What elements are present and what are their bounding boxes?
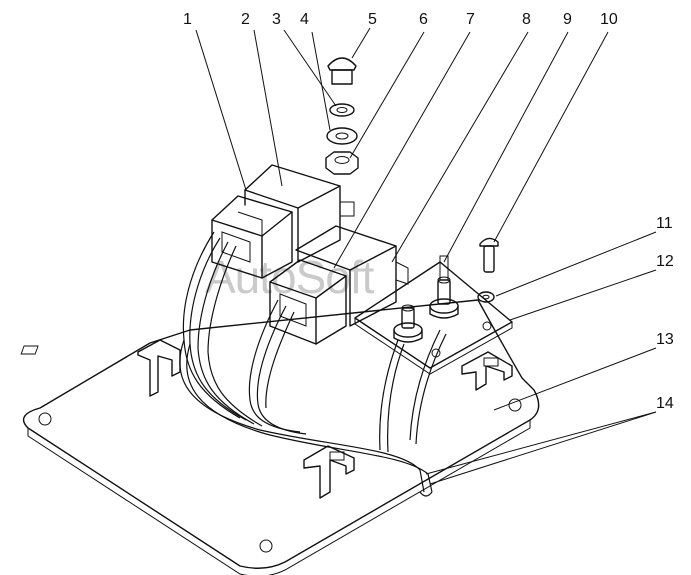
terminal-left: [393, 304, 423, 343]
washer-part-4: [326, 127, 358, 145]
lock-washer-part-3: [329, 103, 355, 117]
callout-12: 12: [656, 253, 674, 270]
bolt-part-10: [479, 237, 499, 273]
callout-14: 14: [656, 395, 674, 412]
bracket-middle: [303, 445, 355, 499]
callout-9: 9: [563, 11, 572, 28]
screw-part-5: [327, 57, 357, 85]
washer-part-11: [477, 291, 495, 303]
callout-4: 4: [300, 11, 309, 28]
relay-lower: [269, 225, 409, 345]
callout-5: 5: [368, 11, 377, 28]
wire-harness: [179, 231, 447, 497]
callout-2: 2: [241, 11, 250, 28]
bracket-right: [461, 351, 513, 391]
terminal-right: [429, 255, 459, 319]
nut-part-6: [325, 151, 359, 175]
callout-1: 1: [183, 11, 192, 28]
callout-8: 8: [522, 11, 531, 28]
bracket-left: [20, 339, 181, 397]
terminal-board: [354, 261, 513, 375]
callout-10: 10: [600, 11, 618, 28]
relay-upper: [211, 164, 355, 279]
callout-11: 11: [656, 215, 673, 232]
watermark: AutoSoft: [205, 251, 374, 303]
callout-3: 3: [272, 11, 281, 28]
leader-lines: [195, 27, 657, 485]
callout-6: 6: [419, 11, 428, 28]
callout-13: 13: [656, 331, 674, 348]
callout-7: 7: [466, 11, 475, 28]
